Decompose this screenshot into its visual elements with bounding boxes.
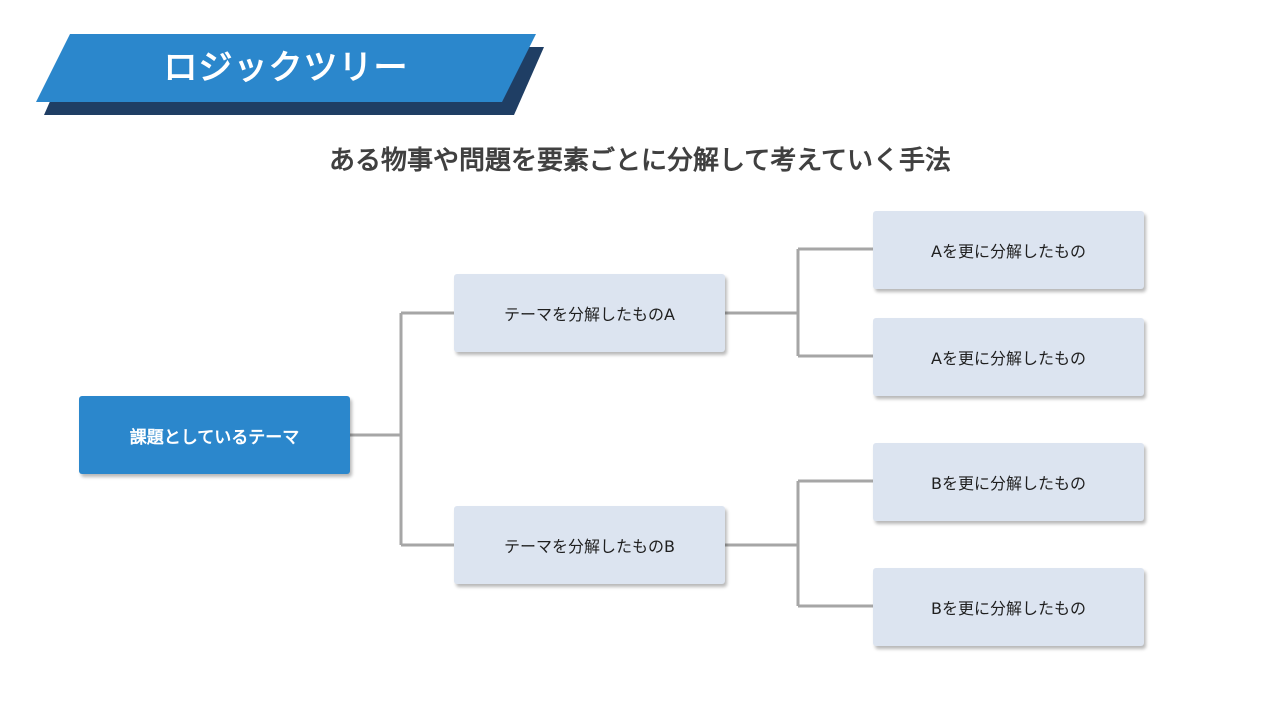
theme-b-label: テーマを分解したものB <box>504 537 675 556</box>
sub-a1-box: Aを更に分解したもの <box>873 211 1144 289</box>
sub-b2-label: Bを更に分解したもの <box>931 599 1086 618</box>
slide-subtitle: ある物事や問題を要素ごとに分解して考えていく手法 <box>329 146 951 176</box>
root-theme-box: 課題としているテーマ <box>79 396 350 474</box>
theme-a-box: テーマを分解したものA <box>454 274 725 352</box>
sub-b1-box: Bを更に分解したもの <box>873 443 1144 521</box>
sub-b2-box: Bを更に分解したもの <box>873 568 1144 646</box>
sub-a1-label: Aを更に分解したもの <box>931 242 1086 261</box>
sub-a2-box: Aを更に分解したもの <box>873 318 1144 396</box>
title-banner <box>36 34 536 102</box>
theme-a-label: テーマを分解したものA <box>504 305 675 324</box>
slide-title: ロジックツリー <box>163 48 409 88</box>
sub-a2-label: Aを更に分解したもの <box>931 349 1086 368</box>
root-theme-label: 課題としているテーマ <box>129 427 300 448</box>
sub-b1-label: Bを更に分解したもの <box>931 474 1086 493</box>
theme-b-box: テーマを分解したものB <box>454 506 725 584</box>
